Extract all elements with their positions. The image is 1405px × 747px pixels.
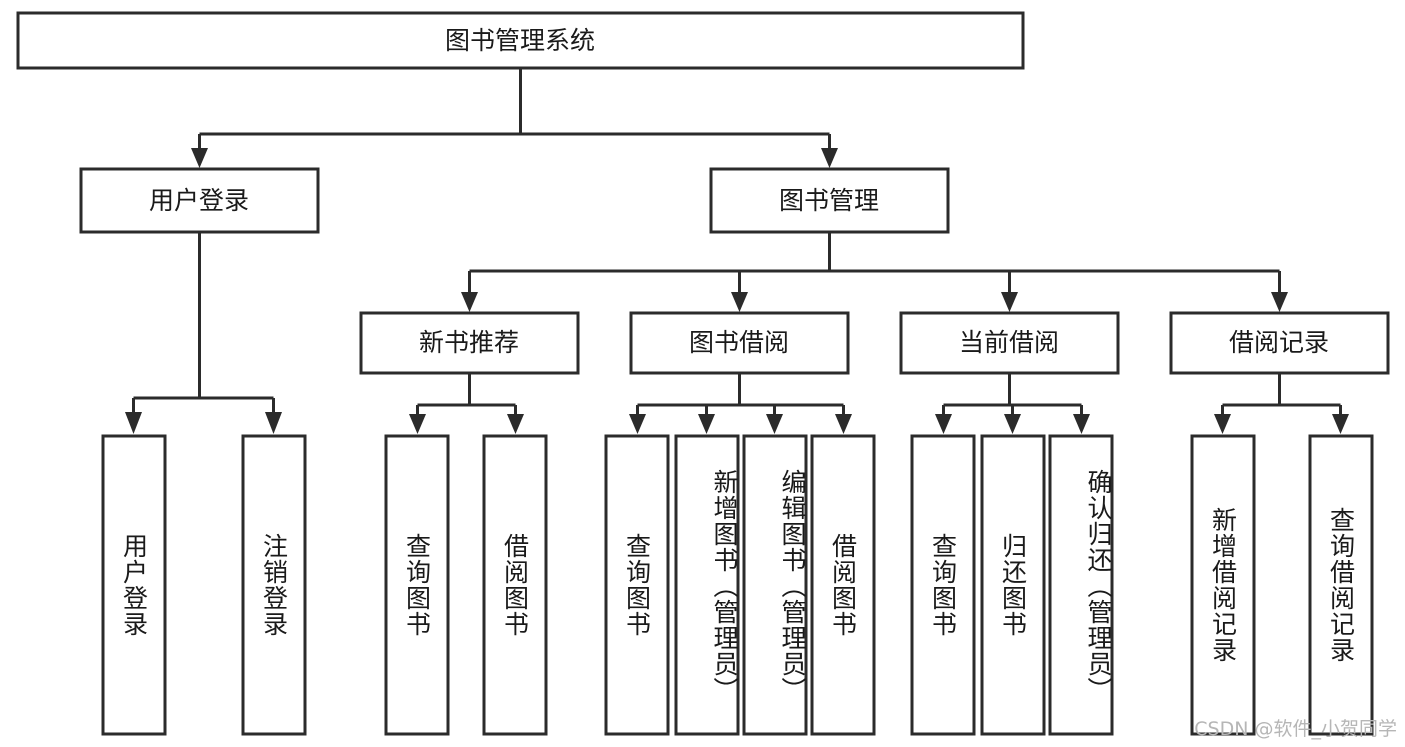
arrow-head-icon <box>766 414 783 434</box>
node-user-login-label: 用户登录 <box>149 186 249 215</box>
node-layer: 图书管理系统 用户登录 图书管理 新书推荐 图书借阅 当前 <box>16 11 1390 736</box>
arrow-head-icon <box>191 148 208 168</box>
node-borrow-record[interactable]: 借阅记录 <box>1169 311 1390 375</box>
node-new-book-recommend-box[interactable] <box>359 311 580 375</box>
node-current-borrow-box[interactable] <box>899 311 1120 375</box>
edge-layer <box>125 68 1349 434</box>
node-root-label: 图书管理系统 <box>445 26 595 55</box>
leaf-box-confirm-return-admin[interactable] <box>1048 434 1114 736</box>
leaf-box-borrow-book-new[interactable] <box>482 434 548 736</box>
arrow-head-icon <box>1214 414 1231 434</box>
arrow-head-icon <box>629 414 646 434</box>
arrow-head-icon <box>1004 414 1021 434</box>
node-book-borrow-box[interactable] <box>629 311 850 375</box>
leaf-box-query-book-new[interactable] <box>384 434 450 736</box>
leaf-box-add-book-admin[interactable] <box>674 434 740 736</box>
leaf-box-borrow-book[interactable] <box>810 434 876 736</box>
node-current-borrow-label: 当前借阅 <box>959 328 1059 357</box>
arrow-head-icon <box>1271 292 1288 312</box>
leaf-box-query-book-borrow[interactable] <box>604 434 670 736</box>
node-new-book-recommend[interactable]: 新书推荐 <box>359 311 580 375</box>
node-root-box[interactable] <box>16 11 1025 70</box>
csdn-watermark: CSDN @软件_小贺同学 <box>1194 718 1397 740</box>
node-root[interactable]: 图书管理系统 <box>16 11 1025 70</box>
arrow-head-icon <box>935 414 952 434</box>
node-book-management-label: 图书管理 <box>779 186 879 215</box>
arrow-head-icon <box>507 414 524 434</box>
arrow-head-icon <box>821 148 838 168</box>
arrow-head-icon <box>698 414 715 434</box>
node-user-login-box[interactable] <box>79 167 320 234</box>
leaf-box-return-book[interactable] <box>980 434 1046 736</box>
arrow-head-icon <box>409 414 426 434</box>
node-book-management[interactable]: 图书管理 <box>709 167 950 234</box>
arrow-head-icon <box>1073 414 1090 434</box>
leaf-box-edit-book-admin[interactable] <box>742 434 808 736</box>
leaf-box-query-book-current[interactable] <box>910 434 976 736</box>
node-borrow-record-box[interactable] <box>1169 311 1390 375</box>
node-book-borrow-label: 图书借阅 <box>689 328 789 357</box>
arrow-head-icon <box>731 292 748 312</box>
arrow-head-icon <box>835 414 852 434</box>
leaf-box-query-borrow-record[interactable] <box>1308 434 1374 736</box>
node-borrow-record-label: 借阅记录 <box>1229 328 1329 357</box>
arrow-head-icon <box>1332 414 1349 434</box>
node-book-borrow[interactable]: 图书借阅 <box>629 311 850 375</box>
node-user-login[interactable]: 用户登录 <box>79 167 320 234</box>
node-book-management-box[interactable] <box>709 167 950 234</box>
arrow-head-icon <box>1001 292 1018 312</box>
node-current-borrow[interactable]: 当前借阅 <box>899 311 1120 375</box>
arrow-head-icon <box>265 412 282 434</box>
node-new-book-recommend-label: 新书推荐 <box>419 328 519 357</box>
arrow-head-icon <box>125 412 142 434</box>
leaf-box-user-login[interactable] <box>101 434 167 736</box>
leaf-box-logout[interactable] <box>241 434 307 736</box>
leaf-box-add-borrow-record[interactable] <box>1190 434 1256 736</box>
arrow-head-icon <box>461 292 478 312</box>
